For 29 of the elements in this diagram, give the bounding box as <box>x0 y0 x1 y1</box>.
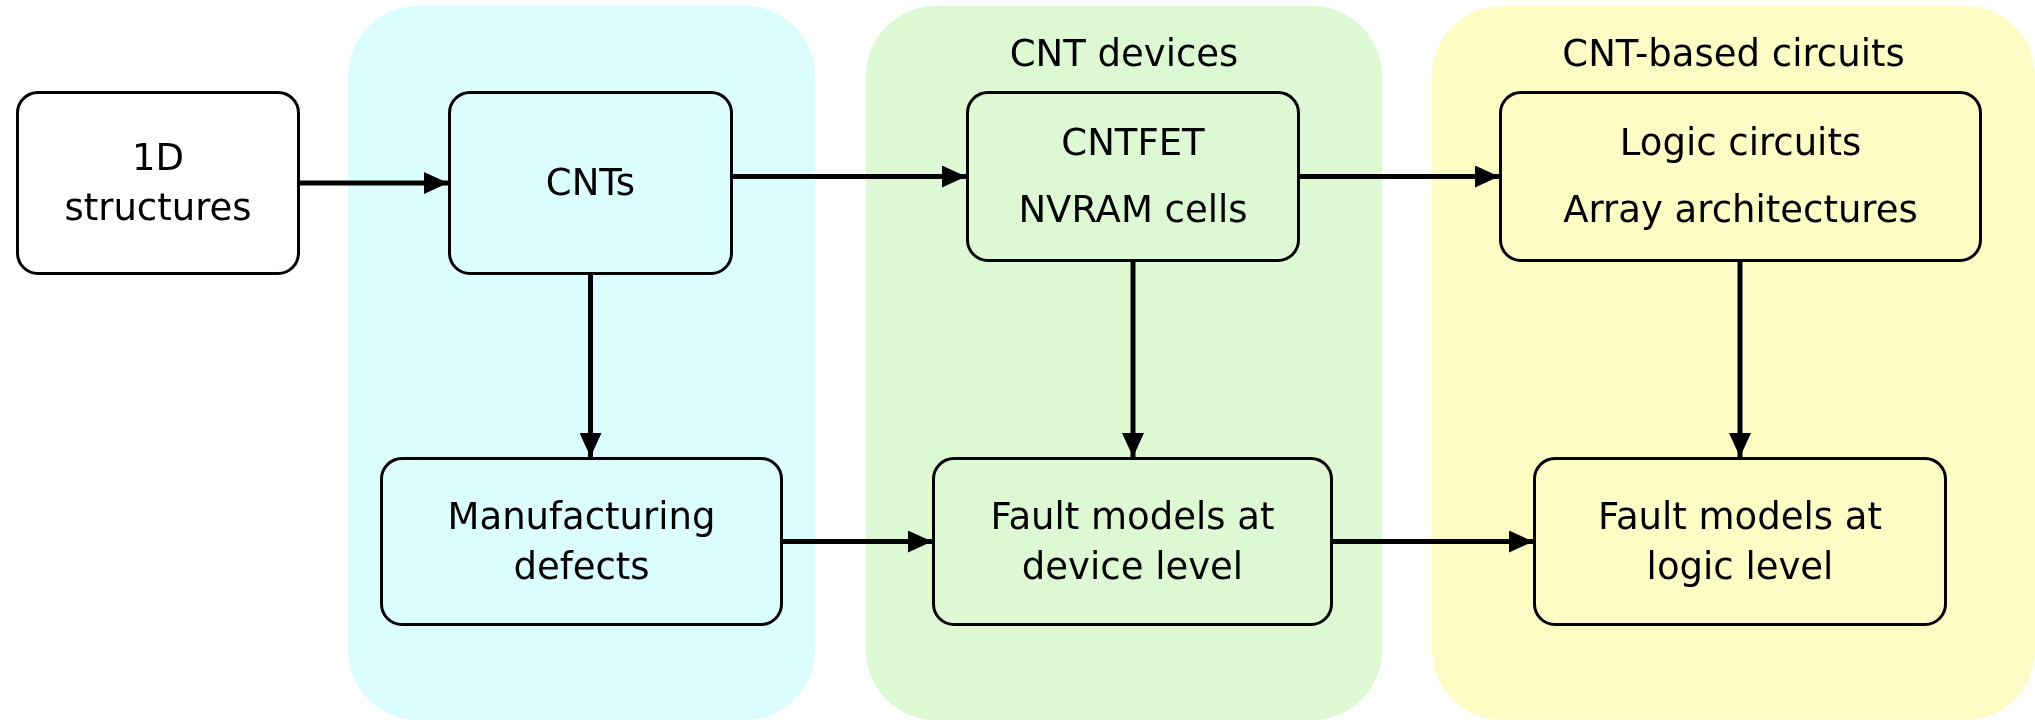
box-label: Logic circuits <box>1619 120 1862 167</box>
box-label: Fault models at logic level <box>1597 493 1883 590</box>
group-panel <box>866 6 1382 720</box>
arrow <box>1122 262 1144 457</box>
arrow <box>733 165 966 188</box>
process-box <box>448 91 733 275</box>
group-heading: CNT devices <box>1009 32 1239 77</box>
group-panel <box>1432 6 2035 720</box>
process-box <box>380 457 783 626</box>
arrow <box>1300 165 1499 188</box>
box-label: Manufacturing defects <box>446 493 717 590</box>
group-panel <box>348 6 815 720</box>
arrow <box>1729 262 1751 457</box>
process-box <box>932 457 1333 626</box>
box-label: 1D structures <box>63 135 253 231</box>
process-box <box>1499 91 1982 262</box>
process-box <box>966 91 1300 262</box>
box-label: CNTs <box>545 160 636 207</box>
arrow <box>300 172 448 194</box>
process-box <box>1533 457 1947 626</box>
arrow <box>1333 530 1533 553</box>
process-box <box>16 91 300 275</box>
group-heading: CNT-based circuits <box>1562 32 1905 77</box>
box-label: CNTFET <box>1061 120 1205 167</box>
box-label: Fault models at device level <box>989 493 1276 590</box>
arrow <box>783 530 932 553</box>
box-label: NVRAM cells <box>1018 186 1248 233</box>
box-label: Array architectures <box>1563 186 1918 233</box>
arrow <box>579 275 602 457</box>
